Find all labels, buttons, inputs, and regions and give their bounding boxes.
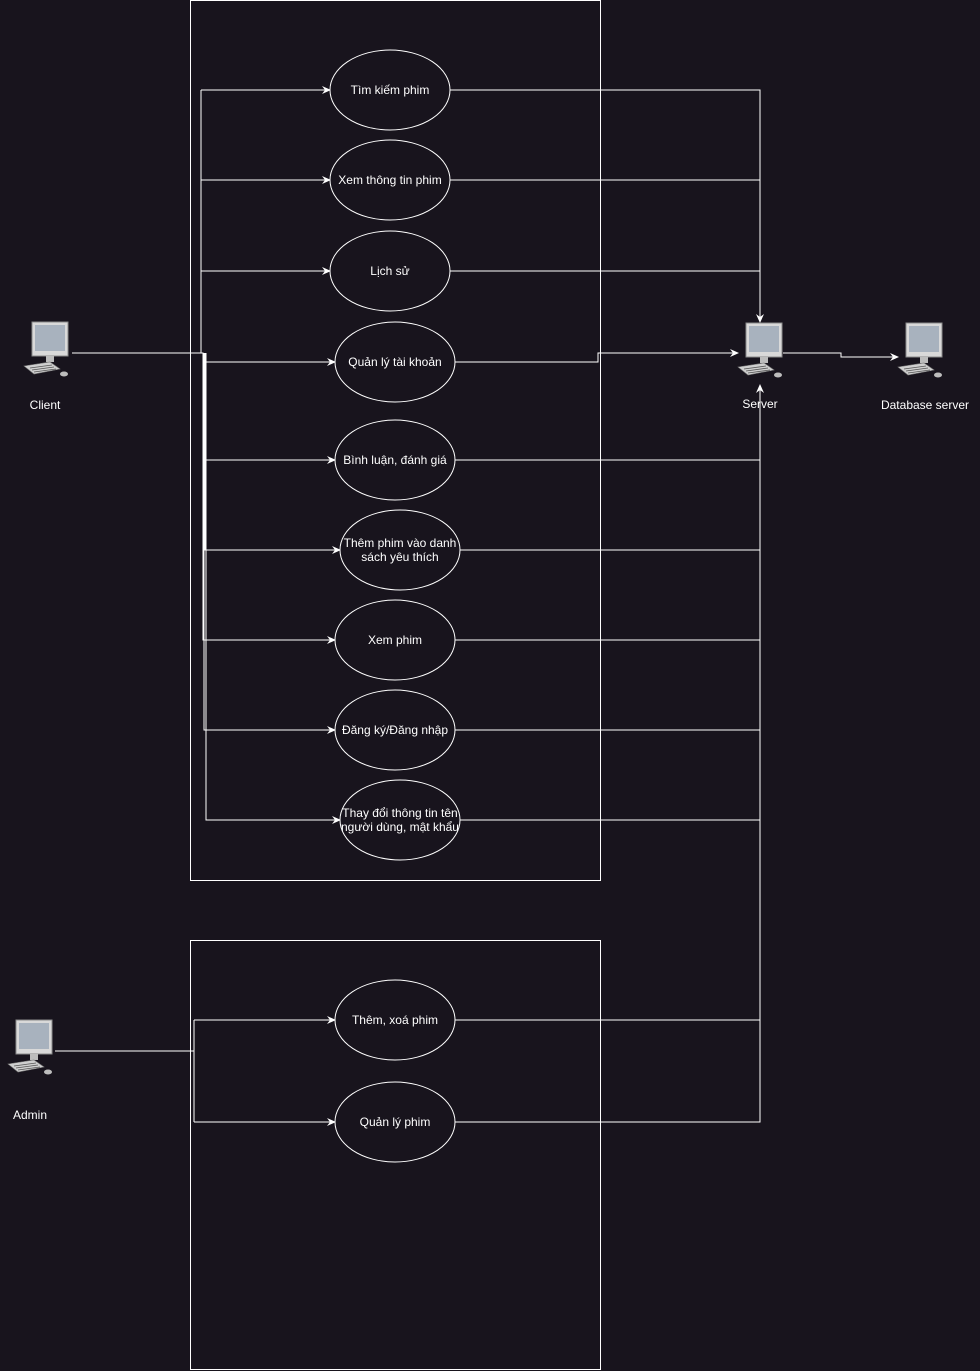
use-case-ellipse [339,779,461,861]
client-use-case: Xem thông tin phim [329,139,451,221]
use-case-label: Lịch sử [370,264,409,278]
use-case-label: Thay đổi thông tin tên [342,806,457,820]
computer-icon [897,322,943,378]
use-case-label: Quản lý phim [360,1115,431,1129]
client-system-boundary [190,0,601,881]
use-case-label: Quản lý tài khoản [348,355,441,369]
use-case-ellipse [329,49,451,131]
use-case-ellipse [334,599,456,681]
connectors [55,86,899,1126]
use-case-label: Thêm phim vào danh [344,536,457,550]
computer-icon [23,321,69,377]
use-case-label: Đăng ký/Đăng nhập [342,723,448,737]
admin-actor: Admin [7,1019,53,1122]
use-case-ellipse [329,230,451,312]
client-use-case: Bình luận, đánh giá [334,419,456,501]
use-case-ellipse [334,321,456,403]
database-label: Database server [881,398,969,412]
use-case-label: Xem phim [368,633,422,647]
client-use-case: Xem phim [334,599,456,681]
use-case-label: Tìm kiếm phim [351,83,430,97]
admin-system-boundary [190,940,601,1370]
use-case-label: Bình luận, đánh giá [343,453,447,467]
database-actor: Database server [881,322,969,412]
server-label: Server [742,397,777,411]
admin-use-case: Thêm, xoá phim [334,979,456,1061]
use-case-ellipse [334,419,456,501]
client-use-case: Đăng ký/Đăng nhập [334,689,456,771]
client-use-case: Tìm kiếm phim [329,49,451,131]
use-case-ellipse [339,509,461,591]
admin-use-case: Quản lý phim [334,1081,456,1163]
use-case-ellipse [334,689,456,771]
use-case-label: sách yêu thích [361,550,438,564]
client-label: Client [30,398,61,412]
use-case-ellipse [334,1081,456,1163]
server-actor: Server [737,322,783,411]
admin-label: Admin [13,1108,47,1122]
use-case-label: Xem thông tin phim [338,173,441,187]
client-actor: Client [23,321,69,412]
use-case-label: người dùng, mật khẩu [341,820,459,834]
use-case-ellipse [334,979,456,1061]
client-use-case: Quản lý tài khoản [334,321,456,403]
computer-icon [7,1019,53,1075]
computer-icon [737,322,783,378]
client-use-case: Lịch sử [329,230,451,312]
use-case-ellipse [329,139,451,221]
use-case-label: Thêm, xoá phim [352,1013,438,1027]
